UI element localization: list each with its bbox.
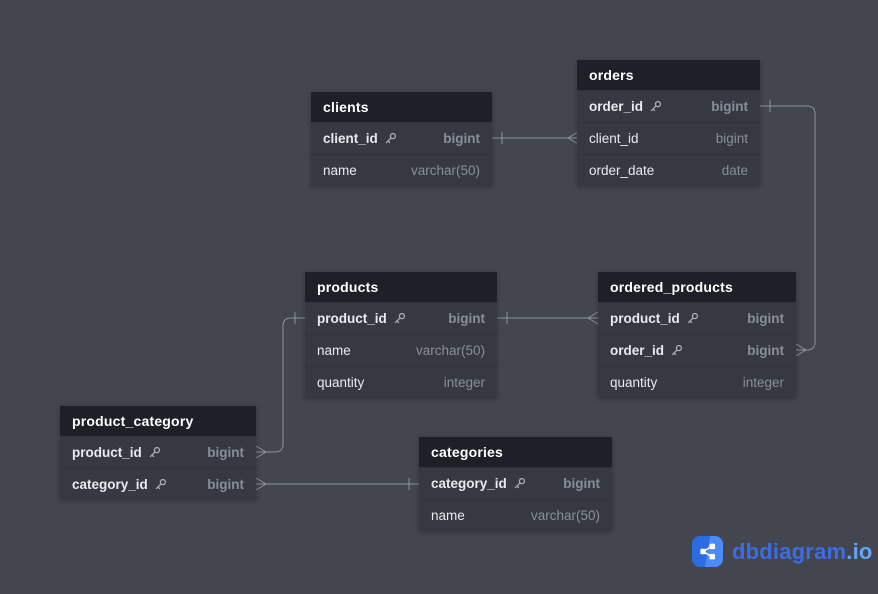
- relationship-products-product-category[interactable]: [255, 312, 305, 459]
- many-marker: [587, 311, 599, 325]
- field-row-order-date[interactable]: order_date date: [577, 154, 760, 186]
- field-row-name[interactable]: name varchar(50): [419, 499, 612, 531]
- field-row-quantity[interactable]: quantity integer: [598, 366, 796, 398]
- field-type: bigint: [443, 131, 480, 146]
- many-marker: [567, 131, 579, 145]
- field-type: varchar(50): [410, 163, 480, 178]
- field-row-client-id[interactable]: client_id bigint: [311, 122, 492, 154]
- field-row-product-id[interactable]: product_id bigint: [305, 302, 497, 334]
- field-type: varchar(50): [530, 508, 600, 523]
- table-title[interactable]: clients: [311, 92, 492, 122]
- field-row-name[interactable]: name varchar(50): [305, 334, 497, 366]
- table-title[interactable]: product_category: [60, 406, 256, 436]
- dbdiagram-logo-link[interactable]: dbdiagram.io: [692, 536, 873, 567]
- field-row-product-id[interactable]: product_id bigint: [598, 302, 796, 334]
- table-products[interactable]: products product_id bigint name varchar(…: [305, 272, 497, 398]
- primary-key-icon: [686, 312, 699, 325]
- primary-key-icon: [148, 446, 161, 459]
- field-row-category-id[interactable]: category_id bigint: [60, 468, 256, 500]
- many-marker: [255, 477, 267, 491]
- field-name: name: [323, 163, 357, 178]
- table-title[interactable]: products: [305, 272, 497, 302]
- field-type: bigint: [711, 99, 748, 114]
- field-name: order_date: [589, 163, 655, 178]
- many-marker: [255, 445, 267, 459]
- field-type: bigint: [448, 311, 485, 326]
- field-name: quantity: [317, 375, 365, 390]
- logo-text: dbdiagram.io: [732, 538, 873, 564]
- table-title[interactable]: orders: [577, 60, 760, 90]
- field-name: name: [317, 343, 351, 358]
- field-row-client-id[interactable]: client_id bigint: [577, 122, 760, 154]
- primary-key-icon: [670, 344, 683, 357]
- field-name: product_id: [72, 445, 142, 460]
- field-name: category_id: [431, 476, 507, 491]
- field-name: product_id: [317, 311, 387, 326]
- field-name: client_id: [323, 131, 378, 146]
- field-row-quantity[interactable]: quantity integer: [305, 366, 497, 398]
- table-orders[interactable]: orders order_id bigint client_id bigint …: [577, 60, 760, 186]
- field-name: product_id: [610, 311, 680, 326]
- field-row-name[interactable]: name varchar(50): [311, 154, 492, 186]
- field-type: bigint: [563, 476, 600, 491]
- table-clients[interactable]: clients client_id bigint name varchar(50…: [311, 92, 492, 186]
- field-row-category-id[interactable]: category_id bigint: [419, 467, 612, 499]
- field-name: order_id: [589, 99, 644, 114]
- field-row-product-id[interactable]: product_id bigint: [60, 436, 256, 468]
- field-name: category_id: [72, 477, 148, 492]
- relationship-products-ordered-products[interactable]: [497, 311, 599, 325]
- relationship-categories-product-category[interactable]: [255, 477, 419, 491]
- field-type: bigint: [747, 311, 784, 326]
- table-product-category[interactable]: product_category product_id bigint categ…: [60, 406, 256, 500]
- field-type: date: [721, 163, 748, 178]
- field-name: quantity: [610, 375, 658, 390]
- table-ordered-products[interactable]: ordered_products product_id bigint order…: [598, 272, 796, 398]
- field-name: name: [431, 508, 465, 523]
- field-type: bigint: [207, 445, 244, 460]
- primary-key-icon: [384, 132, 397, 145]
- field-type: bigint: [747, 343, 784, 358]
- share-icon: [692, 536, 723, 567]
- relationship-clients-orders[interactable]: [492, 131, 579, 145]
- many-marker: [795, 343, 807, 357]
- primary-key-icon: [154, 478, 167, 491]
- table-categories[interactable]: categories category_id bigint name varch…: [419, 437, 612, 531]
- field-type: integer: [742, 375, 784, 390]
- table-title[interactable]: categories: [419, 437, 612, 467]
- relationship-orders-ordered-products[interactable]: [760, 100, 816, 357]
- field-type: integer: [443, 375, 485, 390]
- field-type: bigint: [715, 131, 748, 146]
- primary-key-icon: [649, 100, 662, 113]
- field-row-order-id[interactable]: order_id bigint: [598, 334, 796, 366]
- primary-key-icon: [513, 477, 526, 490]
- field-type: varchar(50): [415, 343, 485, 358]
- field-type: bigint: [207, 477, 244, 492]
- primary-key-icon: [393, 312, 406, 325]
- table-title[interactable]: ordered_products: [598, 272, 796, 302]
- field-row-order-id[interactable]: order_id bigint: [577, 90, 760, 122]
- field-name: order_id: [610, 343, 665, 358]
- field-name: client_id: [589, 131, 639, 146]
